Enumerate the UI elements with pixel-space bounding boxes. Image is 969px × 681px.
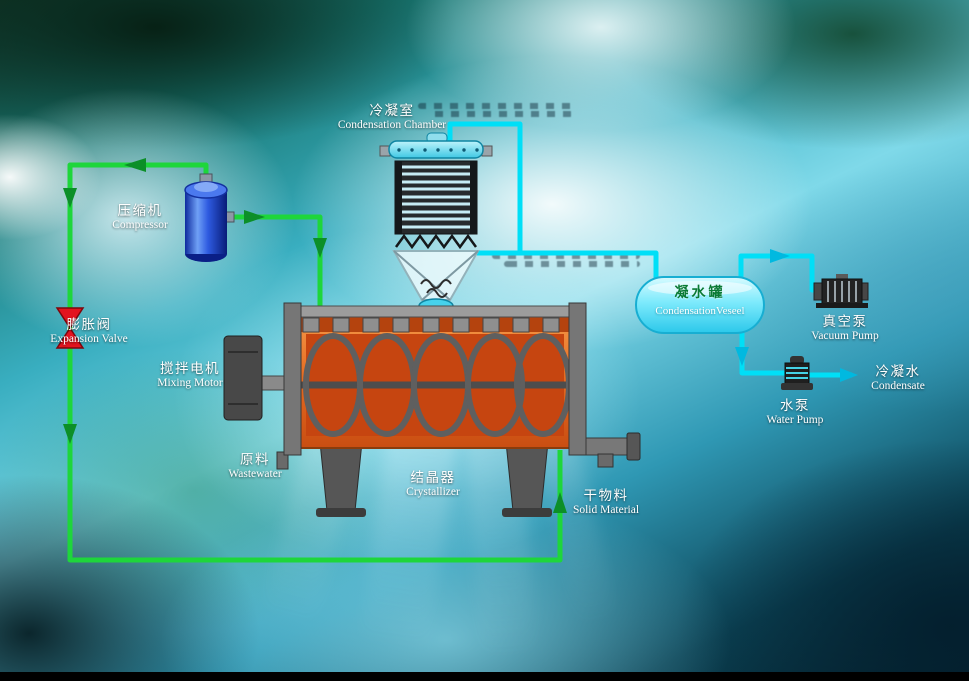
pipe-compressor-to-crystallizer	[228, 214, 323, 314]
arrow-up-icon	[553, 492, 567, 513]
condensate-zh: 冷凝水	[875, 364, 921, 379]
arrow-left-icon	[124, 158, 146, 172]
mixing-motor-en: Mixing Motor	[157, 377, 223, 390]
label-wastewater: 原料 Wastewater	[212, 452, 298, 482]
compressor-en: Compressor	[112, 219, 168, 232]
arrow-down-icon	[63, 424, 77, 444]
water-pump-en: Water Pump	[766, 414, 824, 427]
arrow-down-icon	[735, 347, 749, 366]
compressor-icon	[184, 173, 235, 262]
label-water-pump: 水泵 Water Pump	[751, 398, 839, 428]
condensation-chamber-en: Condensation Chamber	[337, 119, 447, 132]
crystallizer-zh: 结晶器	[410, 470, 456, 485]
vacuum-pump-zh: 真空泵	[822, 314, 868, 329]
solid-material-zh: 干物料	[583, 488, 629, 503]
label-compressor: 压缩机 Compressor	[92, 203, 188, 233]
pipe-compressor-expansion-loop	[67, 162, 563, 563]
auger-screw	[303, 333, 572, 437]
vapor-flow-arrows	[735, 249, 858, 382]
support-leg	[319, 441, 363, 512]
solid-discharge-pipe	[582, 437, 631, 456]
arrow-down-icon	[63, 188, 77, 208]
condensate-en: Condensate	[871, 380, 925, 393]
arrow-right-icon	[244, 210, 265, 224]
label-mixing-motor: 搅拌电机 Mixing Motor	[138, 361, 242, 391]
compressor-zh: 压缩机	[117, 203, 163, 218]
condensation-vessel-icon	[635, 276, 765, 334]
vacuum-pump-en: Vacuum Pump	[811, 330, 879, 343]
arrow-right-icon	[840, 368, 858, 382]
water-pump-zh: 水泵	[780, 398, 810, 413]
top-flange-tabs	[302, 317, 560, 333]
expansion-valve-zh: 膨胀阀	[66, 317, 112, 332]
vacuum-pump-icon	[813, 274, 869, 308]
crystallizer-en: Crystallizer	[406, 486, 460, 499]
condensation-chamber-icon	[379, 132, 493, 314]
condensation-vessel-en: CondensationVeseel	[655, 304, 745, 317]
arrow-down-icon	[313, 238, 327, 258]
condensation-vessel-zh: 凝水罐	[674, 286, 726, 301]
bottom-letterbox	[0, 672, 969, 681]
heat-exchanger-fins	[402, 165, 470, 229]
pipe-vessel-to-water-pump	[739, 330, 790, 376]
steam-squiggle-icon	[420, 279, 452, 298]
crystallizer-icon	[223, 302, 641, 517]
wastewater-inlet	[276, 451, 289, 470]
lid-bolts	[397, 148, 479, 152]
water-pump-icon	[781, 356, 813, 390]
pipe-chamber-to-vessel	[477, 250, 659, 281]
condensation-chamber-zh: 冷凝室	[369, 103, 415, 118]
mixing-motor-zh: 搅拌电机	[160, 361, 220, 376]
wastewater-zh: 原料	[240, 452, 270, 467]
label-crystallizer: 结晶器 Crystallizer	[387, 470, 479, 500]
label-solid-material: 干物料 Solid Material	[560, 488, 652, 518]
expansion-valve-icon	[55, 307, 85, 349]
refrigerant-flow-arrows	[63, 158, 567, 513]
label-condensation-vessel: 凝水罐 CondensationVeseel	[636, 286, 764, 318]
label-condensate: 冷凝水 Condensate	[856, 364, 940, 394]
label-condensation-chamber: 冷凝室 Condensation Chamber	[298, 103, 486, 133]
arrow-right-icon	[770, 249, 790, 263]
label-vacuum-pump: 真空泵 Vacuum Pump	[797, 314, 893, 344]
mixing-motor-icon	[223, 335, 263, 421]
solid-material-en: Solid Material	[572, 504, 640, 517]
support-leg	[505, 441, 549, 512]
expansion-valve-en: Expansion Valve	[50, 333, 128, 346]
pipe-chamber-top-line	[447, 121, 523, 253]
label-expansion-valve: 膨胀阀 Expansion Valve	[33, 317, 145, 347]
wastewater-en: Wastewater	[228, 468, 282, 481]
